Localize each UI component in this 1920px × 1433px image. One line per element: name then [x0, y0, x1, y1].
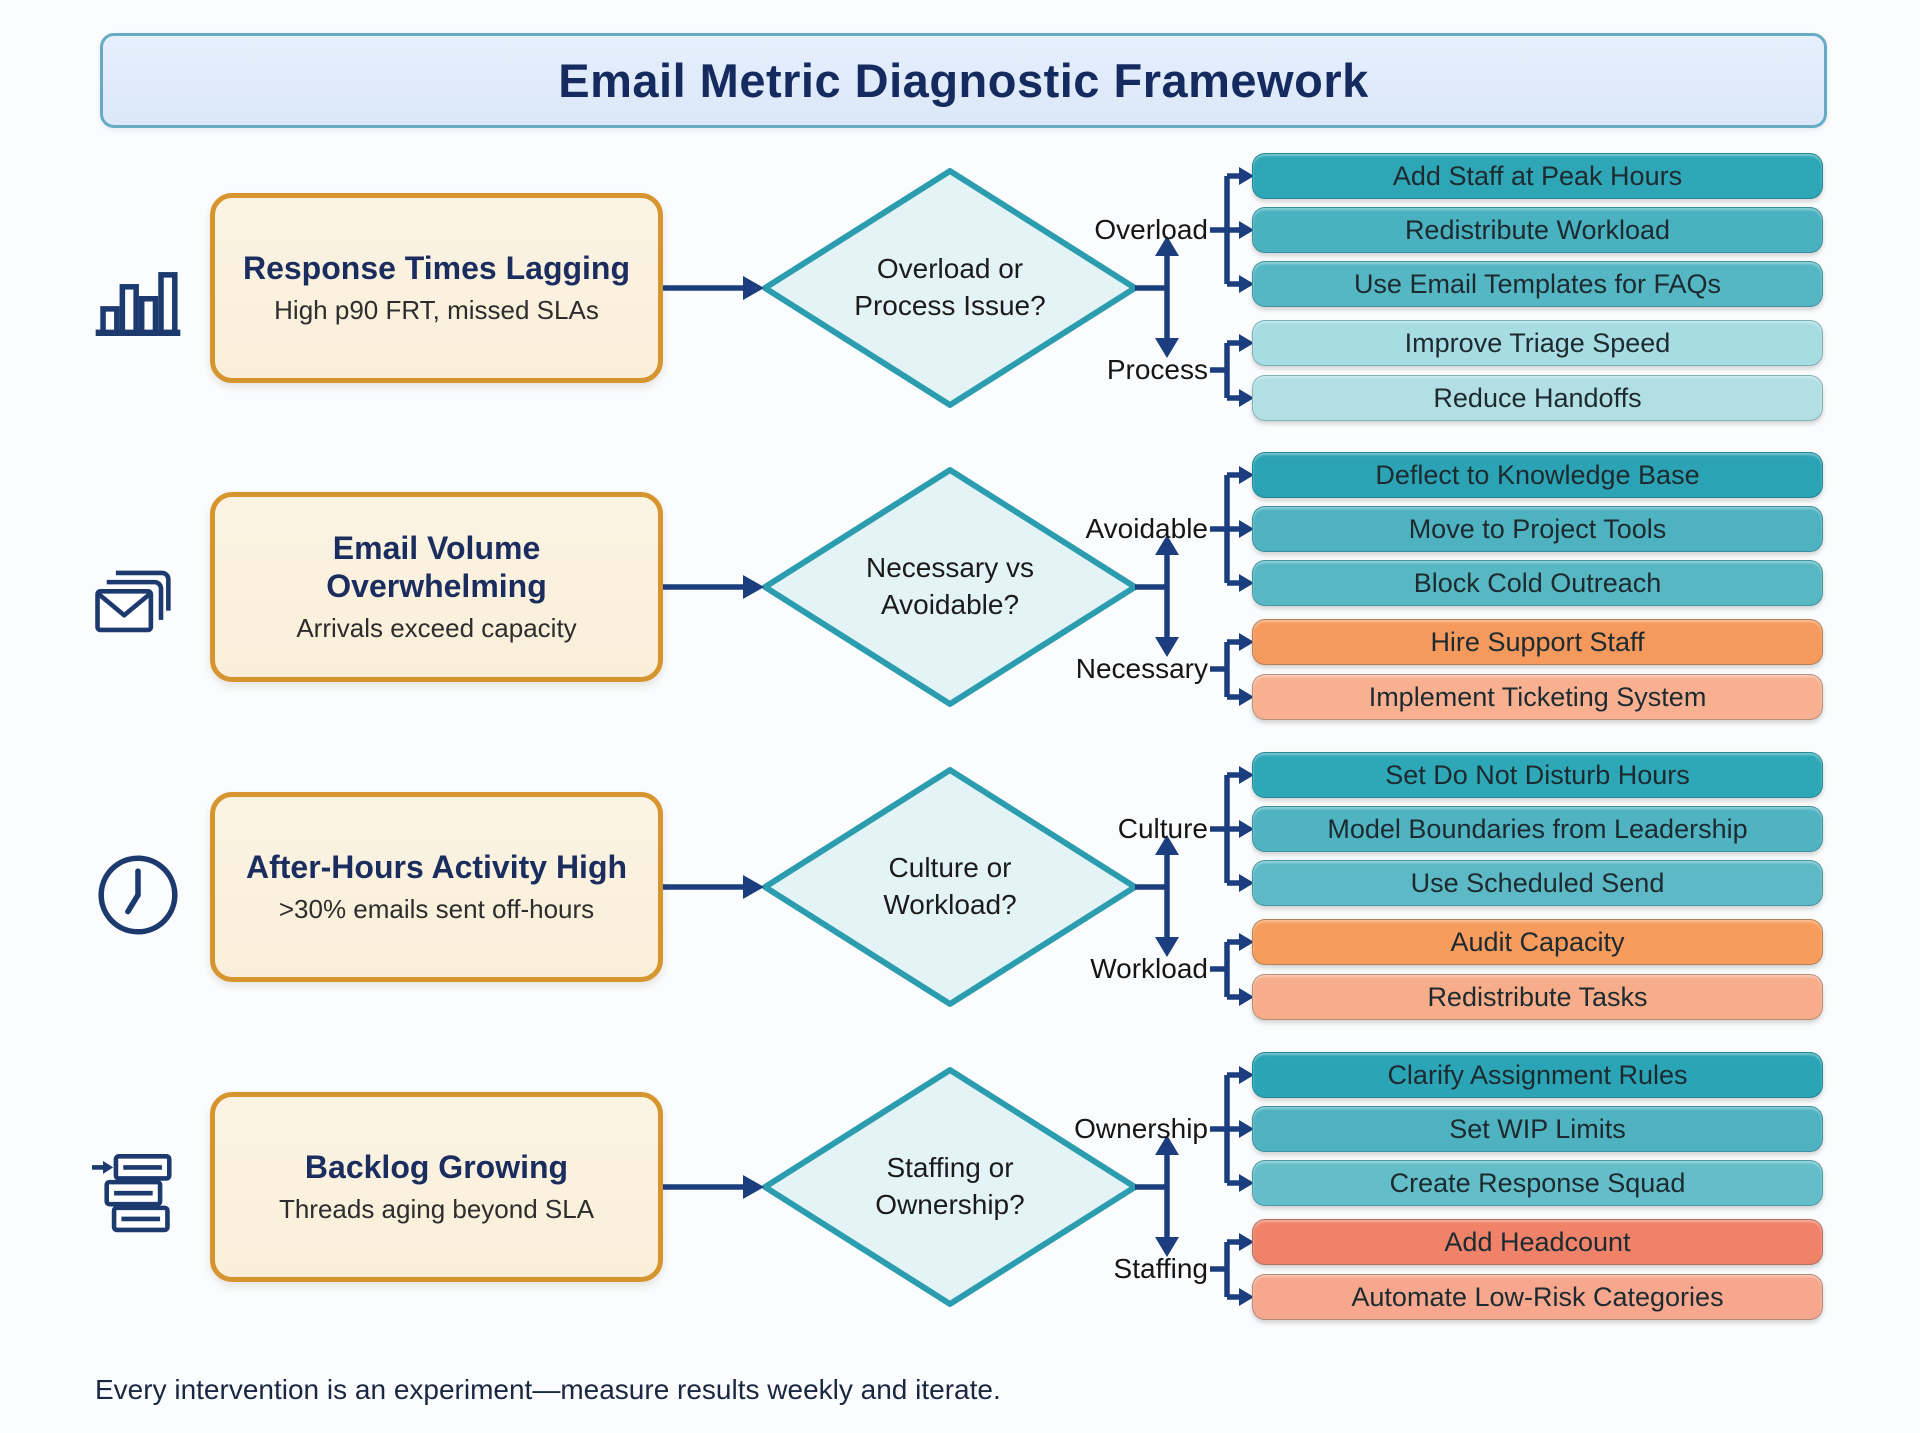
problem-card: After-Hours Activity High >30% emails se…	[210, 792, 663, 982]
branch-label: Ownership	[1074, 1113, 1208, 1144]
branch-label: Workload	[1090, 953, 1208, 984]
action-box: Hire Support Staff	[1252, 619, 1823, 665]
action-box: Deflect to Knowledge Base	[1252, 452, 1823, 498]
branch-label: Overload	[1094, 214, 1208, 245]
action-box: Automate Low-Risk Categories	[1252, 1274, 1823, 1320]
action-box: Add Headcount	[1252, 1219, 1823, 1265]
problem-title: After-Hours Activity High	[245, 848, 628, 885]
branch-label: Necessary	[1075, 653, 1208, 684]
connector-svg	[663, 466, 1254, 707]
arrowheads	[743, 167, 1254, 407]
clock-icon	[92, 849, 184, 941]
connector-svg	[663, 1066, 1254, 1307]
action-box: Redistribute Tasks	[1252, 974, 1823, 1020]
problem-card: Backlog Growing Threads aging beyond SLA	[210, 1092, 663, 1282]
action-box: Reduce Handoffs	[1252, 375, 1823, 421]
problem-card: Email Volume Overwhelming Arrivals excee…	[210, 492, 663, 682]
connector-svg	[663, 167, 1254, 408]
problem-subtitle: High p90 FRT, missed SLAs	[274, 295, 599, 326]
action-box: Use Email Templates for FAQs	[1252, 261, 1823, 307]
arrowheads	[743, 466, 1254, 706]
branch-label: Avoidable	[1085, 513, 1208, 544]
action-box: Move to Project Tools	[1252, 506, 1823, 552]
page-title: Email Metric Diagnostic Framework	[558, 54, 1369, 107]
title-banner: Email Metric Diagnostic Framework	[100, 33, 1827, 128]
problem-card: Response Times Lagging High p90 FRT, mis…	[210, 193, 663, 383]
arrowheads	[743, 766, 1254, 1006]
row-response-times: Response Times Lagging High p90 FRT, mis…	[0, 138, 1920, 438]
action-box: Use Scheduled Send	[1252, 860, 1823, 906]
action-box: Set Do Not Disturb Hours	[1252, 752, 1823, 798]
footer-note: Every intervention is an experiment—meas…	[95, 1374, 1001, 1405]
action-box: Set WIP Limits	[1252, 1106, 1823, 1152]
problem-title: Email Volume Overwhelming	[326, 529, 547, 604]
action-box: Add Staff at Peak Hours	[1252, 153, 1823, 199]
action-box: Create Response Squad	[1252, 1160, 1823, 1206]
action-box: Model Boundaries from Leadership	[1252, 806, 1823, 852]
backlog-icon	[92, 1149, 184, 1241]
envelopes-icon	[92, 549, 184, 641]
action-box: Block Cold Outreach	[1252, 560, 1823, 606]
problem-subtitle: >30% emails sent off-hours	[278, 894, 595, 925]
arrowheads	[743, 1066, 1254, 1306]
row-backlog: Backlog Growing Threads aging beyond SLA…	[0, 1037, 1920, 1337]
problem-subtitle: Arrivals exceed capacity	[296, 613, 577, 644]
branch-label: Culture	[1117, 813, 1208, 844]
problem-title: Response Times Lagging	[242, 249, 631, 286]
branch-label: Process	[1106, 354, 1208, 385]
action-box: Audit Capacity	[1252, 919, 1823, 965]
branch-label: Staffing	[1113, 1253, 1208, 1284]
action-box: Improve Triage Speed	[1252, 320, 1823, 366]
action-box: Redistribute Workload	[1252, 207, 1823, 253]
row-after-hours: After-Hours Activity High >30% emails se…	[0, 737, 1920, 1037]
action-box: Implement Ticketing System	[1252, 674, 1823, 720]
problem-title: Backlog Growing	[304, 1148, 569, 1185]
action-box: Clarify Assignment Rules	[1252, 1052, 1823, 1098]
connector-svg	[663, 766, 1254, 1007]
bar-chart-icon	[92, 250, 184, 342]
problem-subtitle: Threads aging beyond SLA	[278, 1194, 595, 1225]
row-email-volume: Email Volume Overwhelming Arrivals excee…	[0, 437, 1920, 737]
